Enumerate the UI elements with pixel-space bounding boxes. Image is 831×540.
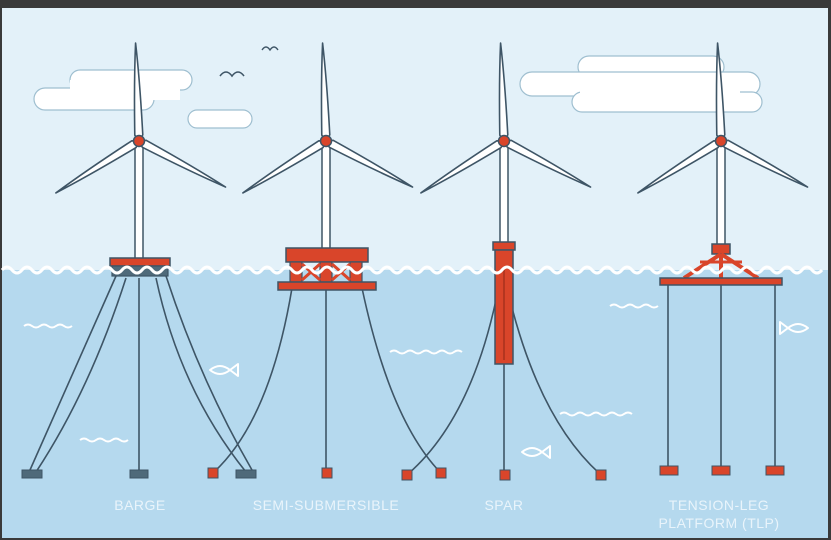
cloud-icon <box>519 55 763 113</box>
sea-surface-wave <box>0 265 824 275</box>
semi-submersible-platform <box>207 43 447 479</box>
label-spar: SPAR <box>484 497 523 513</box>
bird-icon <box>219 71 245 78</box>
cloud-icon <box>187 109 253 129</box>
wave-icon <box>23 303 659 443</box>
cloud-icon <box>33 69 193 111</box>
label-tlp-line-1: TENSION-LEG <box>669 497 769 513</box>
spar-platform <box>401 43 607 481</box>
barge-platform <box>21 43 257 479</box>
sky <box>2 8 828 270</box>
bird-icon <box>261 46 279 52</box>
tlp-platform <box>636 43 810 476</box>
label-semi-submersible: SEMI-SUBMERSIBLE <box>253 497 399 513</box>
label-barge: BARGE <box>114 497 166 513</box>
label-tlp-line-2: PLATFORM (TLP) <box>658 515 779 531</box>
